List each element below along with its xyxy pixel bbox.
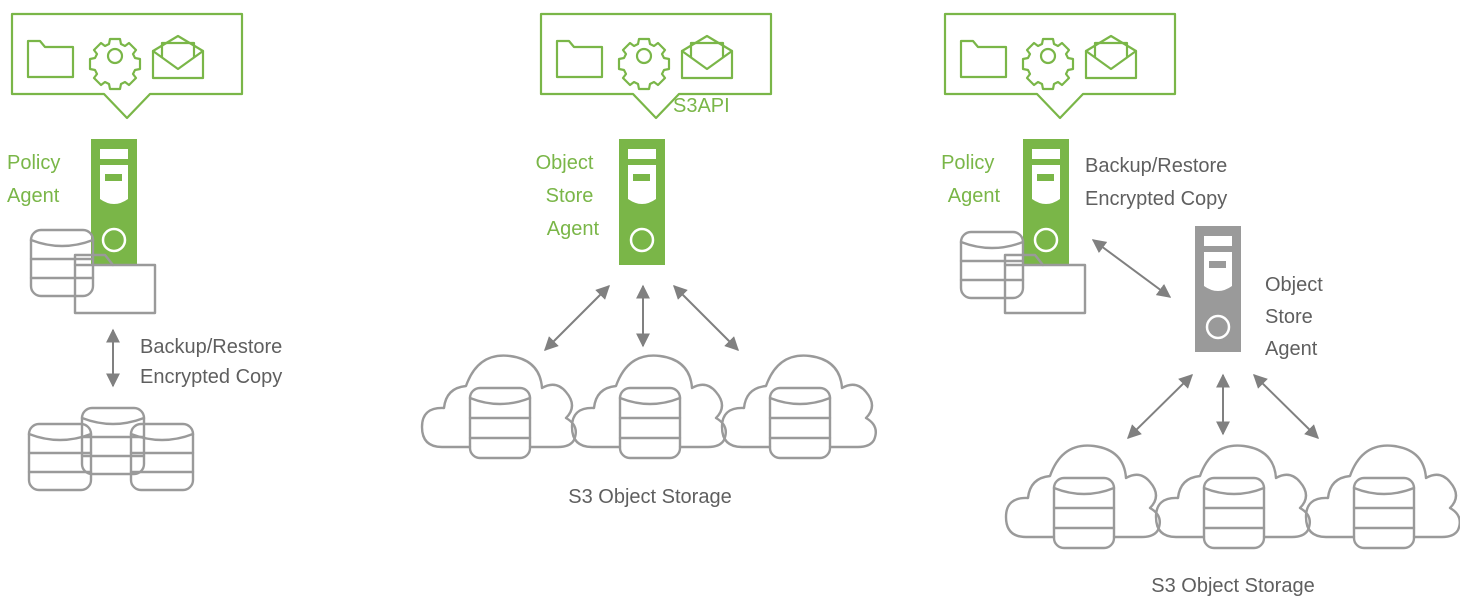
policy-agent-server-icon <box>1021 137 1071 267</box>
backup-arrow <box>1091 239 1172 298</box>
storage-arrow <box>1253 374 1319 439</box>
policy-agent-server-icon <box>89 137 139 267</box>
panel-3: Policy Agent Backup/Restore Encrypted Co… <box>941 12 1460 597</box>
backup-restore-label: Backup/Restore Encrypted Copy <box>1085 155 1233 210</box>
cloud-database-icon <box>1304 444 1460 550</box>
cloud-database-icon <box>1004 444 1162 550</box>
object-store-agent-label: Object Store Agent <box>536 152 600 240</box>
object-store-agent-label: Object Store Agent <box>1265 274 1328 360</box>
backup-restore-label: Backup/Restore Encrypted Copy <box>140 336 288 388</box>
cloud-database-icon <box>570 354 727 460</box>
s3api-label: S3API <box>673 95 730 117</box>
storage-arrow <box>544 285 610 351</box>
object-store-callout-icons <box>539 12 773 120</box>
object-store-agent-server-icon <box>1193 224 1243 354</box>
cloud-database-icon <box>720 354 877 460</box>
s3-object-storage-label: S3 Object Storage <box>1151 575 1314 597</box>
policy-agent-label: Policy Agent <box>941 152 1000 207</box>
panel-1: Policy Agent Backup/Restore Encrypted Co… <box>7 12 288 492</box>
object-store-agent-server-icon <box>617 137 667 267</box>
panel-2: S3API Object Store Agent S3 Object Stora… <box>420 12 877 508</box>
storage-arrow <box>673 285 739 351</box>
policy-callout-icons <box>10 12 244 120</box>
policy-callout-icons <box>943 12 1177 120</box>
storage-arrow <box>1127 374 1193 439</box>
cloud-database-icon <box>1154 444 1312 550</box>
local-database-icon <box>29 228 95 298</box>
s3-object-storage-label: S3 Object Storage <box>568 486 731 508</box>
cloud-database-icon <box>420 354 577 460</box>
policy-agent-label: Policy Agent <box>7 152 66 207</box>
